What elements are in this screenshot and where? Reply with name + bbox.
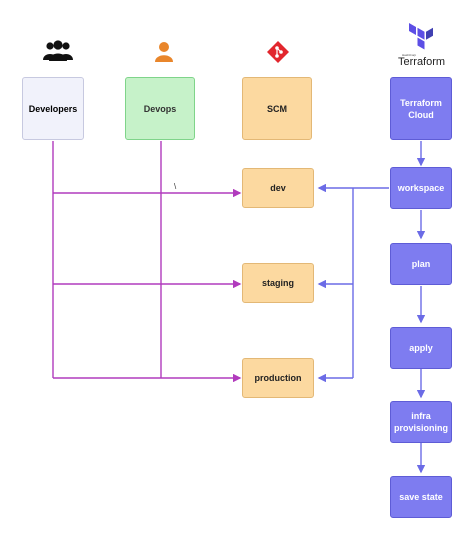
scm-box[interactable]: SCM — [242, 77, 312, 140]
group-icon — [43, 40, 73, 61]
infra-provisioning-label: infra provisioning — [394, 411, 448, 433]
env-production-label: production — [254, 373, 302, 383]
env-staging-box[interactable]: staging — [242, 263, 314, 303]
env-dev-label: dev — [270, 183, 286, 193]
workspace-label: workspace — [397, 183, 445, 193]
terraform-cloud-label: Terraform Cloud — [400, 97, 442, 120]
env-dev-box[interactable]: dev — [242, 168, 314, 208]
env-production-box[interactable]: production — [242, 358, 314, 398]
apply-label: apply — [409, 343, 433, 353]
edge-annotation: \ — [174, 182, 177, 191]
save-state-box[interactable]: save state — [390, 476, 452, 518]
devops-box[interactable]: Devops — [125, 77, 195, 140]
terraform-cloud-box[interactable]: Terraform Cloud — [390, 77, 452, 140]
developers-box[interactable]: Developers — [22, 77, 84, 140]
devops-label: Devops — [143, 103, 177, 114]
scm-label: SCM — [267, 103, 287, 114]
user-icon — [155, 42, 173, 62]
git-icon — [267, 41, 289, 63]
terraform-edges — [317, 141, 426, 474]
terraform-logo-icon — [409, 23, 433, 50]
workspace-box[interactable]: workspace — [390, 167, 452, 209]
env-staging-label: staging — [261, 278, 294, 288]
terraform-logo-text: Terraform — [398, 56, 446, 68]
infra-provisioning-box[interactable]: infra provisioning — [390, 401, 452, 443]
apply-box[interactable]: apply — [390, 327, 452, 369]
plan-label: plan — [411, 259, 431, 269]
save-state-label: save state — [399, 492, 443, 502]
plan-box[interactable]: plan — [390, 243, 452, 285]
developer-edges — [52, 141, 242, 383]
developers-label: Developers — [28, 103, 78, 114]
terraform-logo-company: HashiCorp — [402, 53, 417, 57]
